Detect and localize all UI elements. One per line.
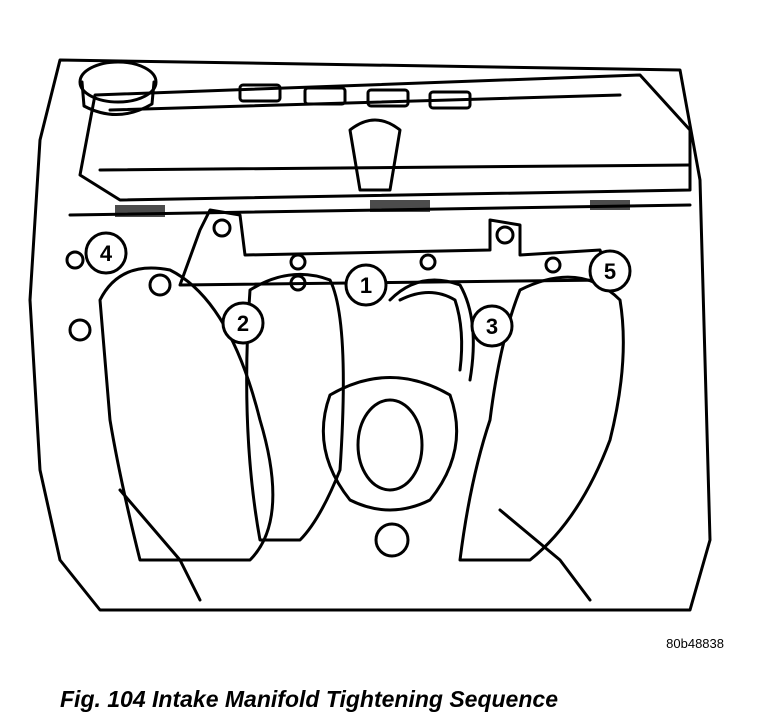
engine-block-outline — [28, 58, 712, 612]
callout-4: 4 — [100, 241, 113, 266]
throttle-inlet — [356, 398, 424, 492]
oil-filler-cap — [78, 60, 158, 104]
image-reference-id: 80b48838 — [666, 636, 724, 651]
manifold-flange — [178, 208, 612, 287]
callout-circle-4 — [84, 231, 128, 275]
callout-circle-1 — [344, 263, 388, 307]
left-runner — [98, 266, 275, 562]
right-runner — [458, 275, 625, 562]
callout-2: 2 — [237, 311, 249, 336]
callout-3: 3 — [486, 314, 498, 339]
callout-1: 1 — [360, 273, 372, 298]
engine-diagram: 1 2 3 4 5 — [28, 58, 712, 612]
callout-5: 5 — [604, 259, 616, 284]
callout-circle-3 — [470, 304, 514, 348]
valve-cover — [78, 73, 692, 202]
callout-circle-5 — [588, 249, 632, 293]
callout-circle-2 — [221, 301, 265, 345]
figure-caption: Fig. 104 Intake Manifold Tightening Sequ… — [60, 686, 558, 712]
